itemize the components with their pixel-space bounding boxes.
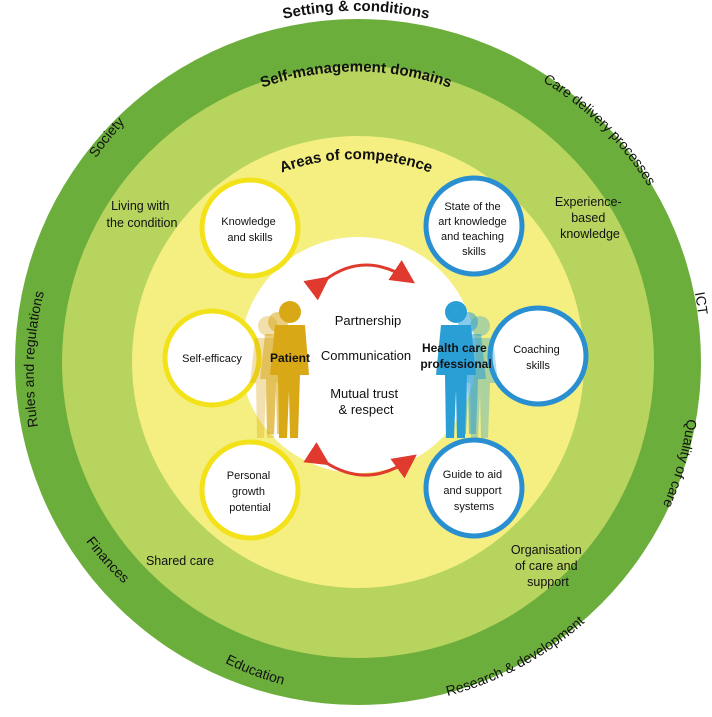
center-partnership: Partnership [335, 313, 401, 328]
competence-guide: Guide to aid and support systems [423, 437, 525, 539]
svg-text:State of the art knowled: State of the art knowledge and teaching … [438, 201, 510, 258]
competence-personal-growth: Personal growth potential [199, 439, 301, 541]
center-communication: Communication [321, 348, 411, 363]
bottom-double-arrow [303, 442, 417, 479]
label-ict: ICT [692, 290, 711, 316]
center-mutual-trust: Mutual trust & respect [330, 386, 402, 417]
domain-experience: Experience- based knowledge [555, 195, 625, 241]
svg-text:Knowledge and skills: Knowledge and skills [221, 216, 279, 244]
professional-figures [436, 301, 498, 438]
patient-figures [250, 301, 309, 438]
top-double-arrow [303, 260, 415, 301]
professional-label: Health care professional [420, 341, 491, 371]
domain-organisation: Organisation of care and support [511, 543, 585, 589]
domain-shared-care: Shared care [146, 554, 214, 568]
patient-label: Patient [270, 351, 310, 365]
center-circle [240, 237, 476, 473]
domain-living: Living with the condition [107, 199, 178, 230]
svg-text:Self-efficacy: Self-efficacy [182, 353, 242, 365]
competence-coaching: Coaching skills [487, 305, 589, 407]
competence-knowledge-skills: Knowledge and skills [199, 177, 301, 279]
competence-state-of-art: State of the art knowledge and teaching … [423, 175, 525, 277]
svg-text:Personal growth po: Personal growth potential [227, 470, 273, 514]
competence-self-efficacy: Self-efficacy [162, 308, 262, 408]
svg-text:Coaching skills: Coaching skills [513, 344, 563, 372]
svg-text:Guide to aid and support: Guide to aid and support systems [443, 469, 505, 513]
